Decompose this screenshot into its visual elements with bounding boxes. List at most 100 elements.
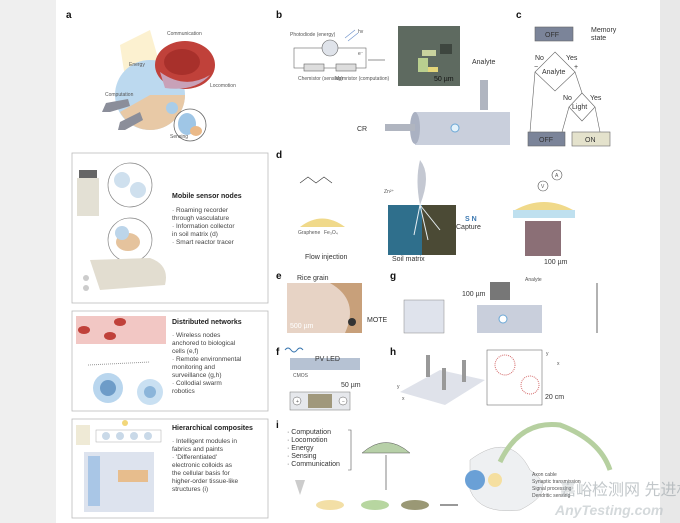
watermark-en: AnyTesting.com: [554, 502, 663, 518]
function-item: · Locomotion: [287, 437, 328, 444]
function-item: · Sensing: [287, 453, 317, 460]
box-line: · Collodial swarm: [172, 380, 222, 387]
plus-sign: +: [574, 64, 578, 71]
panel-h-illustration: [400, 349, 543, 406]
function-item: · Communication: [287, 461, 340, 468]
box-line: · Wireless nodes: [172, 332, 221, 339]
chip-micrograph: [398, 26, 460, 86]
minus-terminal: −: [342, 399, 345, 405]
box-distributed-networks: Distributed networks · Wireless nodes an…: [71, 310, 269, 412]
voltmeter-label: V: [541, 184, 545, 190]
box-line: in soil matrix (d): [172, 231, 218, 238]
panel-label-e: e: [276, 271, 282, 282]
minus-sign: −: [534, 64, 538, 71]
scale-bar-g: 100 µm: [462, 291, 486, 298]
panel-d-illustration: [299, 160, 575, 256]
electron-label: e⁻: [358, 51, 364, 57]
on-state: ON: [585, 137, 596, 144]
panel-label-g: g: [390, 271, 396, 282]
box-line: · Roaming recorder: [172, 207, 229, 214]
box-line: structures (i): [172, 486, 208, 493]
rice-grain-photo: [287, 283, 362, 333]
yes-label: Yes: [566, 55, 578, 62]
box-title: Mobile sensor nodes: [172, 193, 242, 200]
box-mobile-sensor-nodes: Mobile sensor nodes · Roaming recorder t…: [71, 152, 269, 304]
panel-label-a: a: [66, 10, 72, 21]
photodiode-label: Photodiode (energy): [290, 32, 336, 38]
cr-label: CR: [357, 126, 367, 133]
cmos-label: CMOS: [293, 373, 309, 379]
capture-label: Capture: [456, 224, 481, 231]
hv-label: hv: [358, 29, 364, 35]
analyte-label-g: Analyte: [525, 277, 542, 283]
box-line: surveillance (g,h): [172, 372, 222, 379]
panel-f-illustration: [284, 347, 360, 411]
box-title: Hierarchical composites: [172, 425, 253, 432]
right-margin: [660, 0, 680, 523]
box-line: cells (e,f): [172, 348, 198, 355]
scale-bar-d: 100 µm: [544, 259, 568, 266]
box-title: Distributed networks: [172, 319, 242, 326]
axis-x-label: x: [557, 361, 560, 367]
no-label: No: [563, 95, 572, 102]
legend-axon-cable: Axon cable: [532, 472, 557, 478]
box-line: fabrics and paints: [172, 446, 224, 453]
panel-c-flowchart: [527, 26, 611, 147]
box-line: electronic colloids as: [172, 462, 233, 469]
box-line: higher-order tissue-like: [172, 478, 238, 485]
panel-label-b: b: [276, 10, 282, 21]
box-line: through vasculature: [172, 215, 229, 222]
memristor-label: Memristor (computation): [335, 76, 390, 82]
function-item: · Computation: [287, 429, 331, 436]
box-line: the cellular basis for: [172, 470, 231, 477]
plus-terminal: +: [296, 399, 299, 405]
memory-state-label: state: [591, 35, 606, 42]
flow-injection-label: Flow injection: [305, 254, 348, 261]
yes-label: Yes: [590, 95, 602, 102]
callout-computation: Computation: [105, 92, 134, 98]
box-line: · 'Differentiated': [172, 454, 217, 461]
callout-sensing: Sensing: [170, 134, 188, 140]
scale-bar-h: 20 cm: [545, 394, 564, 401]
scale-bar-e: 500 µm: [290, 323, 314, 330]
legend-synaptic: Synaptic transmission: [532, 479, 581, 485]
analyte-label-b: Analyte: [472, 59, 495, 66]
graphene-label: Graphene: [298, 230, 320, 236]
function-item: · Energy: [287, 445, 314, 452]
box-line: monitoring and: [172, 364, 215, 371]
axis-y-label: y: [397, 384, 400, 390]
panel-i-illustration: [295, 421, 613, 512]
off-state-top: OFF: [545, 32, 559, 39]
panel-a-illustration: [102, 30, 215, 142]
memory-state-label: Memory: [591, 27, 617, 34]
pv-led-label: PV LED: [315, 356, 340, 363]
callout-locomotion: Locomotion: [210, 83, 236, 89]
axis-y-label: y: [546, 351, 549, 357]
no-label: No: [535, 55, 544, 62]
panel-label-h: h: [390, 347, 396, 358]
analyte-decision: Analyte: [542, 69, 565, 76]
panel-g-illustration: [403, 282, 598, 334]
box-line: · Information collector: [172, 223, 235, 230]
box-line: robotics: [172, 388, 196, 395]
soil-matrix-label: Soil matrix: [392, 256, 425, 263]
box-line: · Intelligent modules in: [172, 438, 237, 445]
chemistor-label: Chemistor (sensing): [298, 76, 343, 82]
box-line: · Smart reactor tracer: [172, 239, 235, 246]
fe3o4-label: Fe₃O₄: [324, 230, 338, 236]
light-decision: Light: [572, 104, 587, 111]
rice-grain-label: Rice grain: [297, 275, 329, 282]
scale-bar-b: 50 µm: [434, 76, 454, 83]
panel-label-c: c: [516, 10, 522, 21]
zn-label: Zn²⁺: [384, 189, 395, 195]
callout-communication: Communication: [167, 31, 202, 37]
off-state-bottom: OFF: [539, 137, 553, 144]
watermark-cn: 嘉峪检测网 先进材料: [560, 481, 680, 499]
panel-label-f: f: [276, 347, 280, 358]
microfluidic-tube: [385, 80, 510, 145]
mote-label: MOTE: [367, 317, 388, 324]
box-hierarchical-composites: Hierarchical composites · Intelligent mo…: [71, 418, 269, 519]
axis-x-label: x: [402, 396, 405, 402]
panel-label-i: i: [276, 420, 279, 431]
legend-dendritic: Dendritic sensing: [532, 493, 571, 499]
